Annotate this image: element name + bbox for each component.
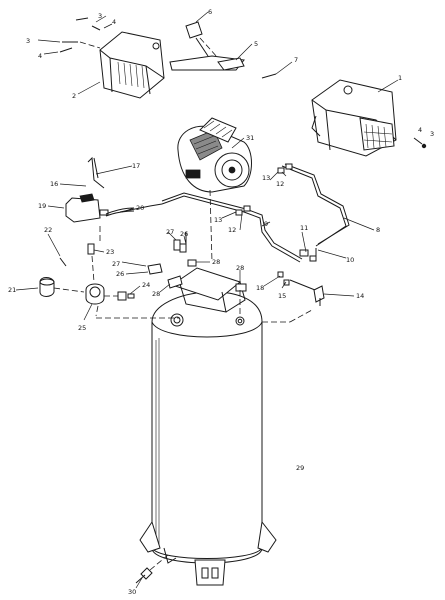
callout-21: 21	[8, 286, 16, 294]
callout-20: 20	[136, 204, 144, 212]
callout-3c: 3	[430, 130, 434, 138]
callout-8: 8	[376, 226, 380, 234]
callout-2: 2	[72, 92, 76, 100]
guard-bracket	[169, 21, 245, 71]
callout-19: 19	[38, 202, 46, 210]
callout-12: 12	[276, 180, 284, 188]
callout-16: 16	[50, 180, 58, 188]
belt-guard-front	[311, 79, 397, 157]
callout-27b: 27	[112, 260, 120, 268]
belt-guard-back	[99, 31, 165, 99]
drain-valve	[135, 554, 169, 584]
callout-4: 4	[112, 18, 116, 26]
callout-24: 24	[142, 281, 150, 289]
discharge-tubing	[87, 156, 350, 293]
pump-motor-assembly	[177, 117, 252, 193]
screws	[59, 17, 427, 149]
callout-4c: 4	[418, 126, 422, 134]
callout-17: 17	[132, 162, 140, 170]
callout-22: 22	[44, 226, 52, 234]
callout-9: 9	[264, 220, 268, 228]
callout-1: 1	[398, 74, 402, 82]
callout-5: 5	[254, 40, 258, 48]
air-tank	[139, 267, 277, 586]
pressure-switch	[65, 193, 135, 223]
callout-13b: 13	[214, 216, 222, 224]
callout-12b: 12	[228, 226, 236, 234]
callout-26: 26	[180, 230, 188, 238]
callout-23: 23	[106, 248, 114, 256]
callout-3b: 3	[26, 37, 30, 45]
callout-31: 31	[246, 134, 254, 142]
callout-27: 27	[166, 228, 174, 236]
callout-28c: 28	[236, 264, 244, 272]
assembly-lines	[53, 189, 313, 323]
callout-14: 14	[356, 292, 364, 300]
callout-3: 3	[98, 12, 102, 20]
callout-15: 15	[278, 292, 286, 300]
callout-7: 7	[294, 56, 298, 64]
callout-labels: 1 2 3 3 3 4 4 4 5 6 7 8 9 10 11 12 12 13…	[8, 8, 434, 596]
callout-25: 25	[78, 324, 86, 332]
callout-18: 18	[256, 284, 264, 292]
callout-6: 6	[208, 8, 212, 16]
callout-30: 30	[128, 588, 136, 596]
check-valve-parts	[147, 232, 247, 292]
callout-26b: 26	[116, 270, 124, 278]
callout-4b: 4	[38, 52, 42, 60]
leader-lines	[15, 11, 399, 589]
callout-11: 11	[300, 224, 308, 232]
callout-10: 10	[346, 256, 354, 264]
callout-29: 29	[296, 464, 304, 472]
callout-28: 28	[212, 258, 220, 266]
fittings	[235, 163, 325, 306]
regulator-gauges	[39, 243, 135, 305]
callout-13: 13	[262, 174, 270, 182]
callout-28b: 28	[152, 290, 160, 298]
